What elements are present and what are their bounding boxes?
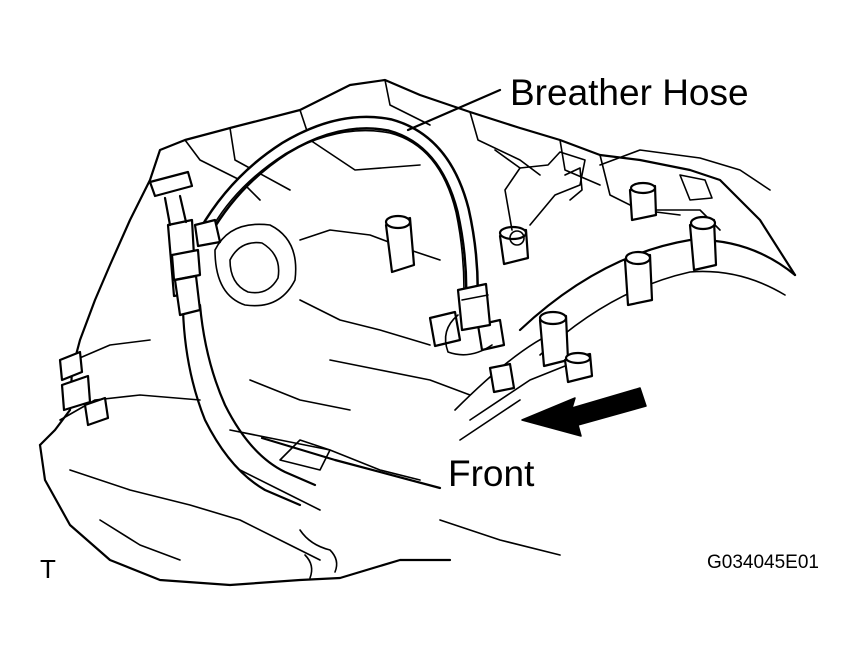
leader-lines [260, 88, 502, 490]
front-arrow-icon [521, 387, 647, 437]
corner-mark: T [40, 554, 56, 584]
breather-hose-label: Breather Hose [510, 72, 749, 113]
shift-bracket [494, 149, 586, 246]
figure-id: G034045E01 [707, 552, 819, 573]
dipstick-tube [148, 170, 317, 507]
bolt-bosses [58, 181, 718, 427]
front-label: Front [448, 453, 535, 494]
breather-hose [193, 115, 493, 356]
transaxle-housing [38, 78, 797, 587]
